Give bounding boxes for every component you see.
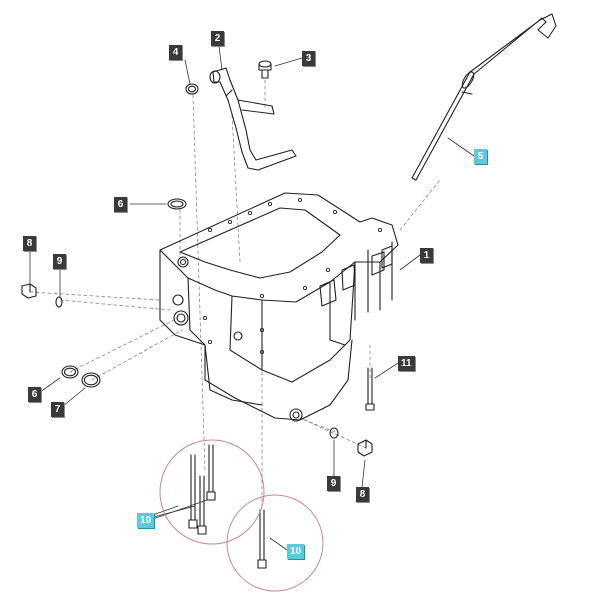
callout-1: 1 xyxy=(420,248,433,263)
callout-9-left: 9 xyxy=(53,254,66,269)
callout-3: 3 xyxy=(302,51,315,66)
oil-pan-housing xyxy=(159,192,399,422)
highlight-circle-right xyxy=(226,494,324,592)
right-drain-plug xyxy=(357,439,373,457)
upper-o-ring xyxy=(167,198,187,210)
callout-4: 4 xyxy=(169,45,182,60)
o-ring-7 xyxy=(81,372,101,388)
callout-leaders xyxy=(29,45,475,551)
left-washer xyxy=(55,296,63,308)
lower-o-ring-6 xyxy=(61,365,79,379)
dipstick xyxy=(411,13,557,181)
filler-tube-bolt xyxy=(258,60,272,79)
callout-9-right: 9 xyxy=(327,476,340,491)
callout-6-upper: 6 xyxy=(114,197,127,212)
callout-2: 2 xyxy=(211,31,224,46)
callout-6-lower: 6 xyxy=(28,387,41,402)
callout-8-left: 8 xyxy=(23,236,36,251)
highlight-circles xyxy=(159,439,324,592)
bolts-10-left xyxy=(188,444,216,535)
callout-5-highlighted: 5 xyxy=(474,149,487,164)
callout-10-left-highlighted: 10 xyxy=(137,513,155,528)
oil-filler-tube xyxy=(209,67,297,171)
callout-10-right-highlighted: 10 xyxy=(287,544,305,559)
highlight-circle-left xyxy=(159,439,265,545)
bolt-10-right xyxy=(257,509,267,569)
filler-o-ring xyxy=(185,83,199,95)
right-washer xyxy=(329,427,339,439)
left-drain-plug xyxy=(21,283,37,299)
long-bolt-11 xyxy=(365,367,375,411)
assembly-dash-lines xyxy=(29,79,441,506)
callout-8-right: 8 xyxy=(356,487,369,502)
callout-7: 7 xyxy=(51,402,64,417)
callout-11: 11 xyxy=(398,356,415,371)
